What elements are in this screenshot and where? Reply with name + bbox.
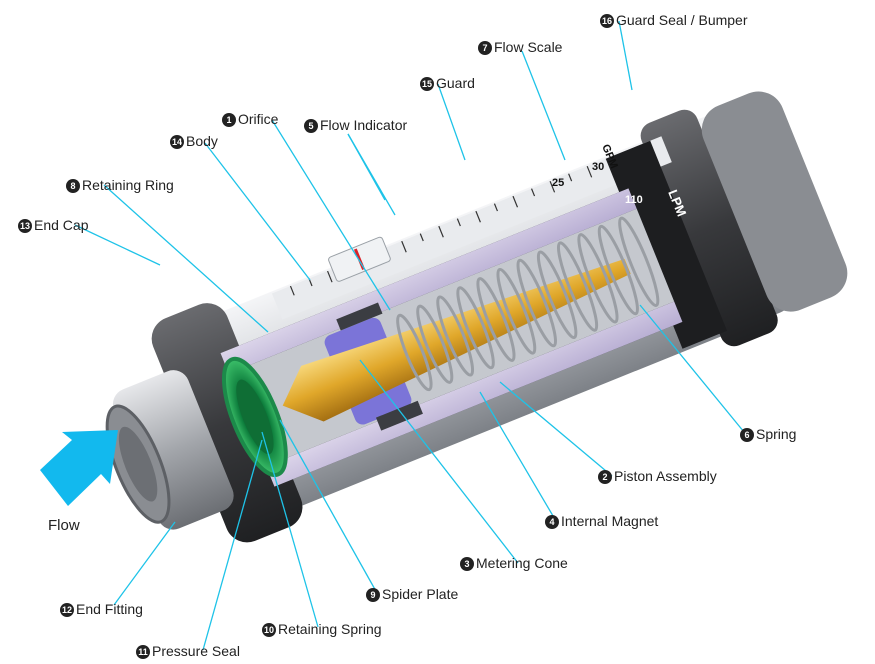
end-fitting-shape	[112, 370, 234, 530]
end-fitting-bore	[118, 426, 158, 502]
guard-seal-bumper-shape	[640, 109, 778, 347]
scale-panel-shape	[605, 140, 728, 349]
scale-gpm-30: 30	[592, 161, 604, 173]
spider-plate-shape	[236, 379, 274, 455]
internal-magnet-shape	[375, 400, 423, 431]
scale-lpm-110: 110	[625, 194, 643, 206]
scale-gpm-25: 25	[552, 177, 564, 189]
body-cut-wall-top	[220, 188, 637, 374]
flow-arrow-icon	[40, 430, 118, 506]
flow-scale-strip	[271, 136, 672, 320]
spring-shape	[396, 216, 660, 392]
flow-label: Flow	[48, 517, 80, 534]
end-cap-shape	[151, 303, 303, 543]
leader-lines	[74, 20, 745, 651]
body-cut-wall-bottom	[266, 301, 683, 487]
right-end-cap-shape	[701, 91, 848, 312]
internal-magnet-top-shape	[336, 302, 383, 331]
